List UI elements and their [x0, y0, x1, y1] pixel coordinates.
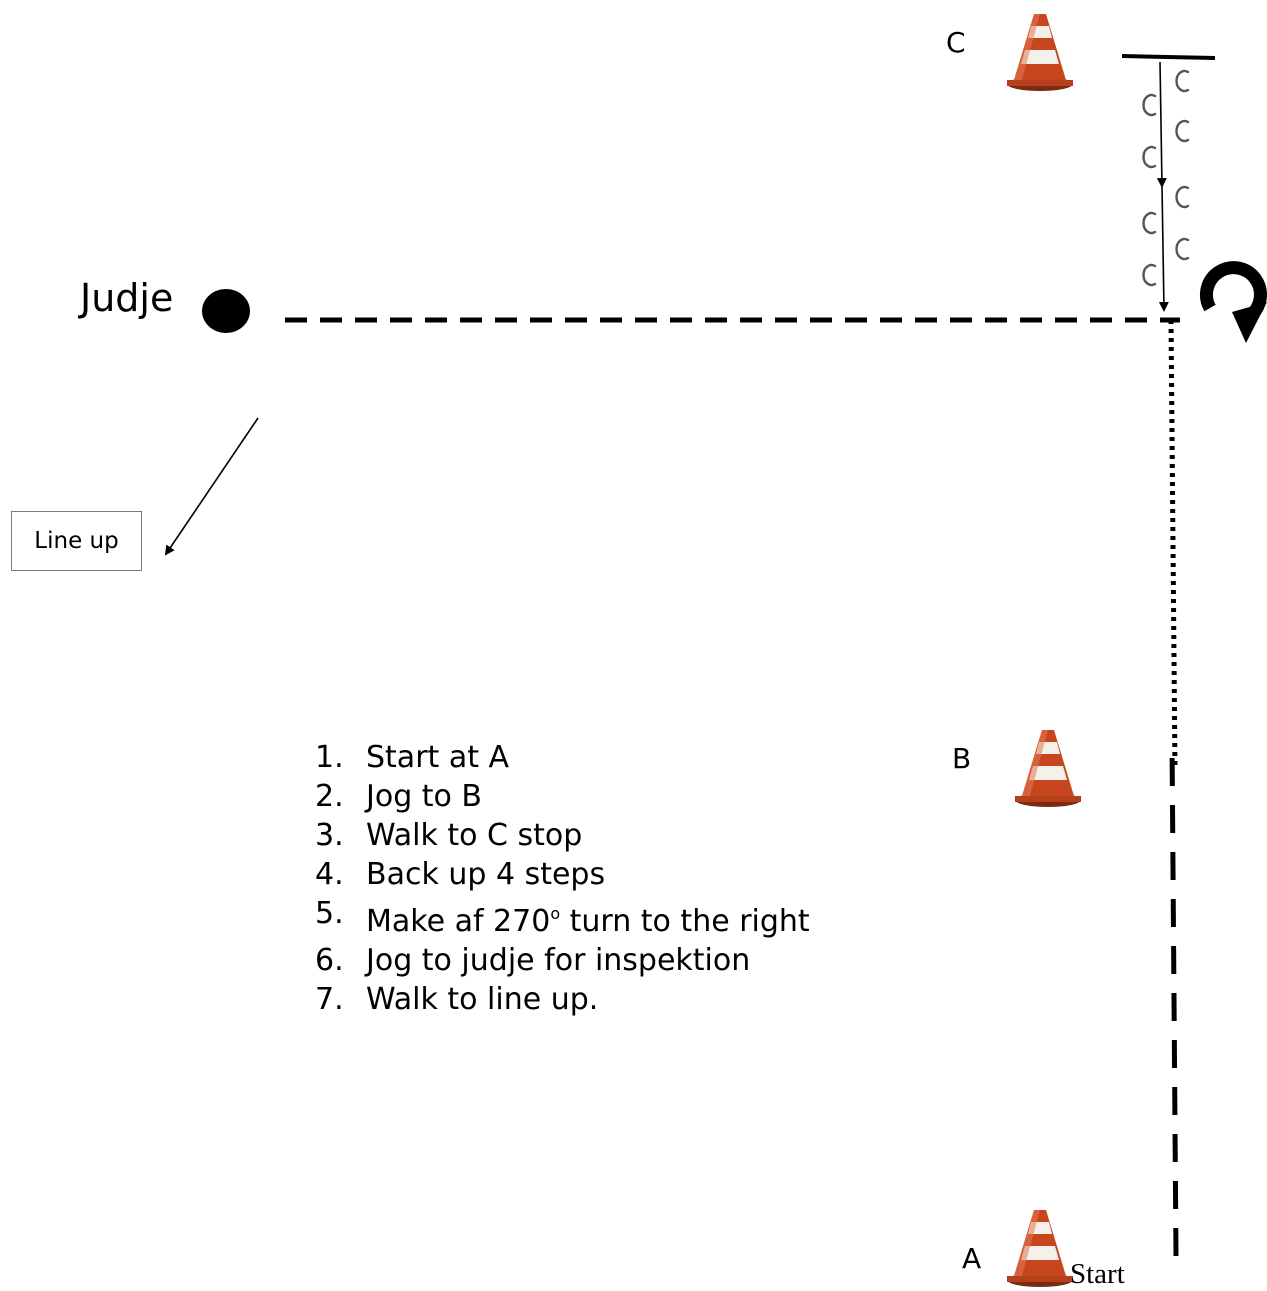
back-up-arrow-2 [1158, 185, 1169, 312]
cone-c-icon [1007, 14, 1073, 91]
judge-label: Judje [80, 276, 174, 320]
line-up-arrow [164, 417, 259, 556]
list-item: 2.Jog to B [315, 779, 483, 814]
judge-marker-icon [202, 289, 250, 333]
cone-a-label: A [962, 1242, 982, 1275]
walk-path [1168, 319, 1178, 771]
stop-line [1121, 54, 1216, 60]
list-item: 1.Start at A [315, 740, 510, 775]
list-item: 5.Make af 270o turn to the right [315, 896, 810, 939]
list-item: 6.Jog to judje for inspektion [315, 943, 751, 978]
hoofprints-icon [1142, 69, 1190, 287]
cone-b-icon [1015, 730, 1081, 807]
cone-b-label: B [952, 742, 972, 775]
list-item: 4.Back up 4 steps [315, 857, 606, 892]
line-up-box: Line up [11, 511, 142, 571]
back-up-arrow-1 [1156, 61, 1167, 188]
list-item: 7.Walk to line up. [315, 982, 599, 1017]
cone-c-label: C [946, 26, 966, 59]
jog-path [1169, 739, 1179, 1257]
start-label: Start [1070, 1258, 1125, 1290]
list-item: 3.Walk to C stop [315, 818, 583, 853]
turn-270-right-icon [1200, 261, 1267, 343]
instruction-list: 1.Start at A 2.Jog to B 3.Walk to C stop… [315, 738, 810, 1019]
cone-a-icon [1007, 1210, 1073, 1287]
line-up-label: Line up [34, 528, 119, 554]
